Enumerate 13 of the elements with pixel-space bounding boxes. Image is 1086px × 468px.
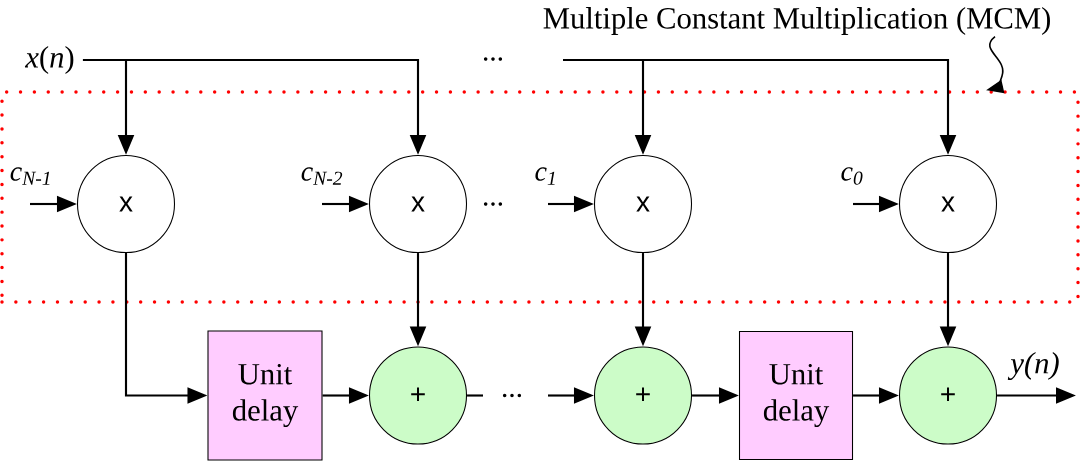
annotation-label: Multiple Constant Multiplication (MCM) bbox=[543, 7, 1050, 35]
edge-label: c$_{1}$ bbox=[535, 167, 555, 185]
edge-label: c$_{N-2}$ bbox=[301, 167, 343, 185]
edge-label: c$_{0}$ bbox=[841, 167, 863, 185]
ellipsis: ... bbox=[483, 57, 503, 61]
delay-box: Unit delay bbox=[738, 330, 854, 461]
connector-line bbox=[467, 394, 483, 397]
edge-label: y(n) bbox=[1007, 352, 1059, 380]
ellipsis: ... bbox=[502, 393, 522, 398]
edge-label: c$_{N-1}$ bbox=[10, 167, 50, 185]
dotted-boundary bbox=[0, 90, 1080, 304]
input-label: x(n) bbox=[24, 46, 74, 74]
delay-box: Unit delay bbox=[207, 330, 323, 461]
